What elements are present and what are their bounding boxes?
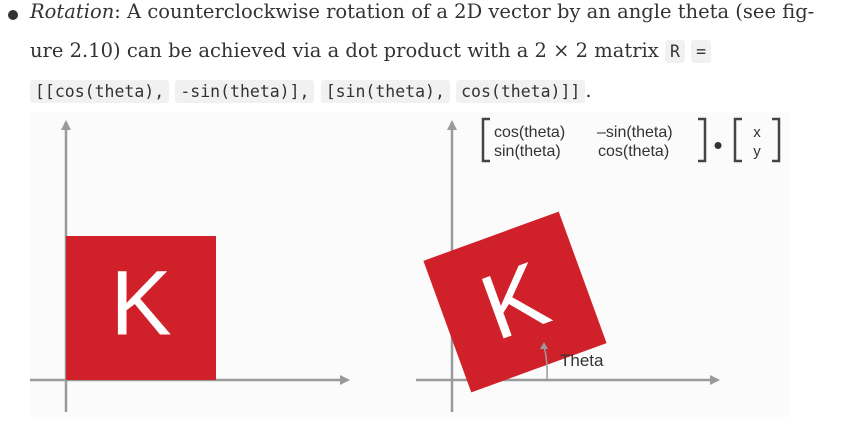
theta-indicator: Theta <box>540 342 604 381</box>
period: . <box>585 79 592 102</box>
bullet-point <box>8 10 18 20</box>
vector-x: x <box>753 124 761 141</box>
matrix-r1c2: –sin(theta) <box>597 124 673 141</box>
matrix-r1c1: cos(theta) <box>494 124 565 141</box>
rotation-figure: K K Theta cos(theta) –sin(theta) sin(the… <box>30 112 790 417</box>
matrix-right-bracket <box>698 117 707 163</box>
code-row2b: cos(theta)]] <box>456 80 586 103</box>
theta-arrowhead <box>540 342 548 349</box>
text-line-1: Rotation: A counterclockwise rotation of… <box>30 0 814 23</box>
logo-upright: K <box>66 236 216 380</box>
code-row1: [[cos(theta), <box>30 80 170 103</box>
code-equals: = <box>691 40 712 63</box>
matrix-expression: cos(theta) –sin(theta) sin(theta) cos(th… <box>481 117 781 163</box>
term-label: Rotation <box>30 0 115 23</box>
dot-product-symbol: • <box>713 130 722 160</box>
vector-right-bracket <box>772 117 781 163</box>
code-row1b: -sin(theta)], <box>175 80 315 103</box>
matrix-left-bracket <box>481 117 490 163</box>
vector-y: y <box>753 143 761 160</box>
logo-square-upright <box>66 236 216 380</box>
matrix-r2c1: sin(theta) <box>494 143 561 160</box>
line1-text: : A counterclockwise rotation of a 2D ve… <box>114 0 815 23</box>
logo-letter-upright: K <box>110 252 171 354</box>
logo-square-rotated <box>423 211 607 393</box>
text-line-2: ure 2.10) can be achieved via a dot prod… <box>30 39 712 63</box>
code-matrix-name: R <box>665 40 685 63</box>
line2-text: ure 2.10) can be achieved via a dot prod… <box>30 39 665 62</box>
vector-left-bracket <box>733 117 742 163</box>
theta-label: Theta <box>560 351 604 370</box>
text-line-3: [[cos(theta), -sin(theta)], [sin(theta),… <box>30 79 592 103</box>
code-row2: [sin(theta), <box>320 80 450 103</box>
rotation-diagram: K K Theta cos(theta) –sin(theta) sin(the… <box>30 117 781 412</box>
matrix-r2c2: cos(theta) <box>598 143 669 160</box>
logo-rotated: K <box>423 211 607 393</box>
